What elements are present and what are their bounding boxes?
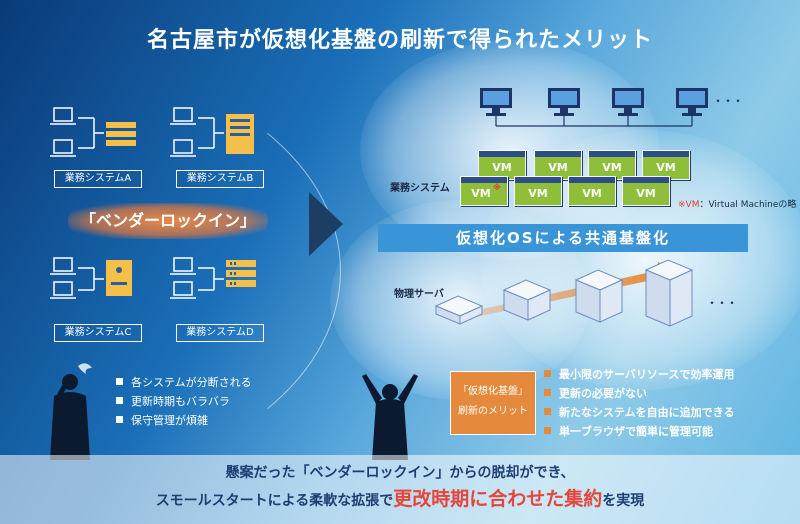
list-item: 最小限のサーバリソースで効率運用	[544, 364, 734, 383]
problem-list: 各システムが分断される 更新時期もバラバラ 保守管理が煩雑	[116, 372, 252, 429]
footer-text: を実現	[602, 493, 645, 509]
vm-box: VM	[514, 176, 562, 206]
list-item: 保守管理が煩雑	[116, 410, 252, 429]
bullet-text: 保守管理が煩雑	[131, 413, 208, 427]
merit-box-line: 「仮想化基盤」	[458, 386, 528, 397]
list-item: 新たなシステムを自由に追加できる	[544, 402, 734, 421]
merit-text: 最小限のサーバリソースで効率運用	[559, 367, 735, 381]
business-system-label: 業務システム	[390, 183, 450, 194]
network-icon	[50, 257, 132, 299]
network-icon	[170, 107, 254, 157]
merit-label-box: 「仮想化基盤」 刷新のメリット	[450, 371, 536, 435]
merit-text: 新たなシステムを自由に追加できる	[559, 405, 735, 419]
footer-line-2: スモールスタートによる柔軟な拡張で更改時期に合わせた集約を実現	[0, 484, 800, 511]
server-ellipsis: ・・・	[706, 296, 738, 310]
vm-box: VM	[534, 150, 582, 180]
troubled-person-icon	[50, 363, 92, 460]
footer-text: スモールスタートによる柔軟な拡張で	[155, 493, 394, 509]
system-label-c: 業務システムC	[54, 324, 142, 342]
vendor-lockin-label: 「ベンダーロックイン」	[68, 203, 268, 239]
merit-text: 更新の必要がない	[559, 386, 647, 400]
vm-footnote: ※VM：Virtual Machineの略	[678, 197, 796, 210]
merit-box-line: 刷新のメリット	[458, 406, 528, 417]
merit-text: 単一ブラウザで簡単に管理可能	[559, 424, 713, 438]
happy-person-icon	[362, 374, 418, 460]
vm-box: VM※	[460, 176, 508, 206]
network-icon	[50, 107, 136, 157]
system-label-d: 業務システムD	[176, 324, 264, 342]
transition-arrow-icon	[309, 192, 343, 256]
system-b-diagram: 業務システムB	[168, 104, 288, 188]
list-item: 更新時期もバラバラ	[116, 391, 252, 410]
physical-servers	[434, 259, 694, 327]
vm-footnote-text: ：Virtual Machineの略	[699, 200, 797, 210]
client-monitors	[480, 88, 708, 127]
bullet-text: 各システムが分断される	[131, 375, 252, 389]
system-label-a: 業務システムA	[54, 170, 142, 188]
system-a-diagram: 業務システムA	[48, 104, 168, 188]
network-icon	[170, 257, 256, 299]
vm-note-marker: ※	[493, 183, 501, 192]
vm-box: VM	[588, 150, 636, 180]
list-item: 更新の必要がない	[544, 383, 734, 402]
system-c-diagram: 業務システムC	[48, 254, 168, 342]
list-item: 各システムが分断される	[116, 372, 252, 391]
vm-box: VM	[642, 150, 690, 180]
vm-box: VM	[622, 176, 670, 206]
page-title: 名古屋市が仮想化基盤の刷新で得られたメリット	[146, 28, 653, 53]
list-item: 単一ブラウザで簡単に管理可能	[544, 421, 734, 440]
divider-arc	[0, 60, 341, 482]
vm-box: VM	[568, 176, 616, 206]
merit-list: 最小限のサーバリソースで効率運用 更新の必要がない 新たなシステムを自由に追加で…	[544, 364, 734, 440]
vm-footnote-mark: ※VM	[678, 200, 700, 210]
system-label-b: 業務システムB	[176, 170, 264, 188]
virtualization-banner: 仮想化OSによる共通基盤化	[378, 224, 748, 252]
footer-line-1: 懸案だった「ベンダーロックイン」からの脱却ができ、	[225, 465, 575, 481]
physical-server-label: 物理サーバ	[394, 289, 444, 300]
bullet-text: 更新時期もバラバラ	[131, 394, 230, 408]
footer-band	[0, 455, 800, 524]
system-d-diagram: 業務システムD	[168, 254, 288, 342]
vm-box: VM	[478, 150, 526, 180]
monitor-ellipsis: ・・・	[712, 94, 744, 108]
footer-highlight: 更改時期に合わせた集約	[393, 488, 603, 510]
